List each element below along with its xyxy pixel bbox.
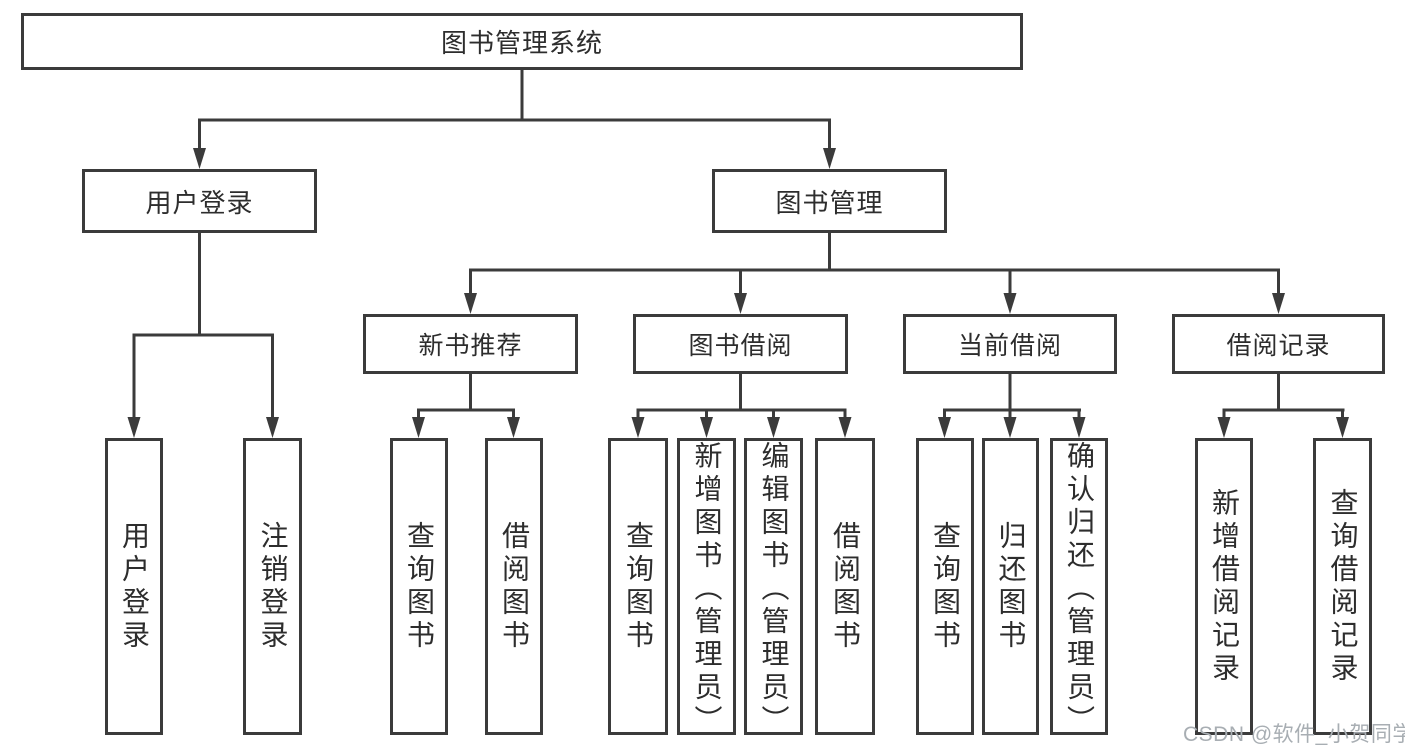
- node-book-borrow-label: 图书借阅: [688, 332, 793, 360]
- connector-book-mgmt-branch: [464, 233, 1285, 314]
- connector-borrow-record-branch: [1217, 374, 1349, 438]
- leaf-user-login-label: 用户登录: [119, 520, 150, 653]
- node-book-management-label: 图书管理: [775, 187, 884, 218]
- node-library-system: 图书管理系统: [21, 13, 1023, 70]
- leaf-confirm-return-admin: 确认归还（管理员）: [1050, 438, 1108, 738]
- node-book-management: 图书管理: [712, 169, 947, 233]
- node-borrow-records: 借阅记录: [1172, 314, 1385, 374]
- csdn-watermark: CSDN @软件_小贺同学: [1183, 723, 1405, 746]
- leaf-query-books-newbook: 查询图书: [390, 438, 448, 735]
- leaf-edit-books-admin-label: 编辑图书（管理员）: [758, 441, 790, 738]
- node-new-book-recommend: 新书推荐: [363, 314, 578, 374]
- leaf-logout-label: 注销登录: [257, 520, 289, 653]
- leaf-return-books-label: 归还图书: [995, 520, 1027, 653]
- leaf-query-books-current-label: 查询图书: [930, 520, 961, 653]
- leaf-borrow-books-label: 借阅图书: [830, 520, 861, 653]
- connector-root-to-level1: [193, 70, 836, 169]
- leaf-borrow-books-newbook-label: 借阅图书: [499, 520, 530, 653]
- leaf-return-books: 归还图书: [982, 438, 1039, 735]
- leaf-query-books-borrow: 查询图书: [608, 438, 668, 735]
- leaf-query-books-newbook-label: 查询图书: [404, 520, 435, 653]
- node-library-system-label: 图书管理系统: [440, 28, 603, 58]
- leaf-borrow-books-newbook: 借阅图书: [485, 438, 543, 735]
- connector-book-borrow-branch: [631, 374, 852, 438]
- leaf-add-borrow-record: 新增借阅记录: [1195, 438, 1253, 735]
- connector-current-borrow-branch: [938, 374, 1086, 438]
- leaf-query-books-current: 查询图书: [916, 438, 974, 735]
- node-user-login: 用户登录: [82, 169, 317, 233]
- node-current-borrow-label: 当前借阅: [957, 332, 1062, 360]
- connector-user-login-branch: [127, 233, 279, 438]
- leaf-query-borrow-record-label: 查询借阅记录: [1327, 487, 1359, 686]
- leaf-confirm-return-admin-label: 确认归还（管理员）: [1064, 441, 1095, 738]
- leaf-edit-books-admin: 编辑图书（管理员）: [744, 438, 803, 738]
- node-current-borrow: 当前借阅: [903, 314, 1117, 374]
- leaf-query-books-borrow-label: 查询图书: [623, 520, 654, 653]
- node-user-login-label: 用户登录: [145, 187, 254, 218]
- connector-new-book-branch: [412, 374, 520, 438]
- leaf-query-borrow-record: 查询借阅记录: [1313, 438, 1372, 735]
- leaf-borrow-books: 借阅图书: [815, 438, 875, 735]
- node-borrow-records-label: 借阅记录: [1226, 332, 1331, 360]
- leaf-add-books-admin: 新增图书（管理员）: [677, 438, 736, 738]
- node-book-borrow: 图书借阅: [633, 314, 848, 374]
- node-new-book-recommend-label: 新书推荐: [418, 332, 523, 360]
- leaf-add-books-admin-label: 新增图书（管理员）: [691, 441, 723, 738]
- leaf-add-borrow-record-label: 新增借阅记录: [1209, 487, 1240, 686]
- leaf-user-login: 用户登录: [105, 438, 163, 735]
- leaf-logout: 注销登录: [243, 438, 302, 735]
